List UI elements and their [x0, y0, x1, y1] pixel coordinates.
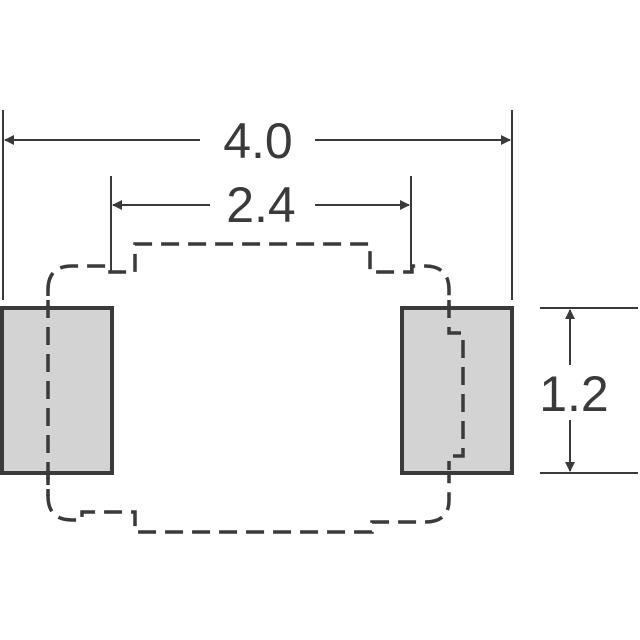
right-pad: [400, 306, 514, 475]
dim-label-pad-height: 1.2: [539, 366, 609, 422]
component-outline-over-right-pad: [447, 300, 465, 470]
left-pad: [0, 306, 114, 475]
dim-label-overall-width: 4.0: [223, 113, 293, 169]
dim-label-inner-width: 2.4: [226, 177, 296, 233]
